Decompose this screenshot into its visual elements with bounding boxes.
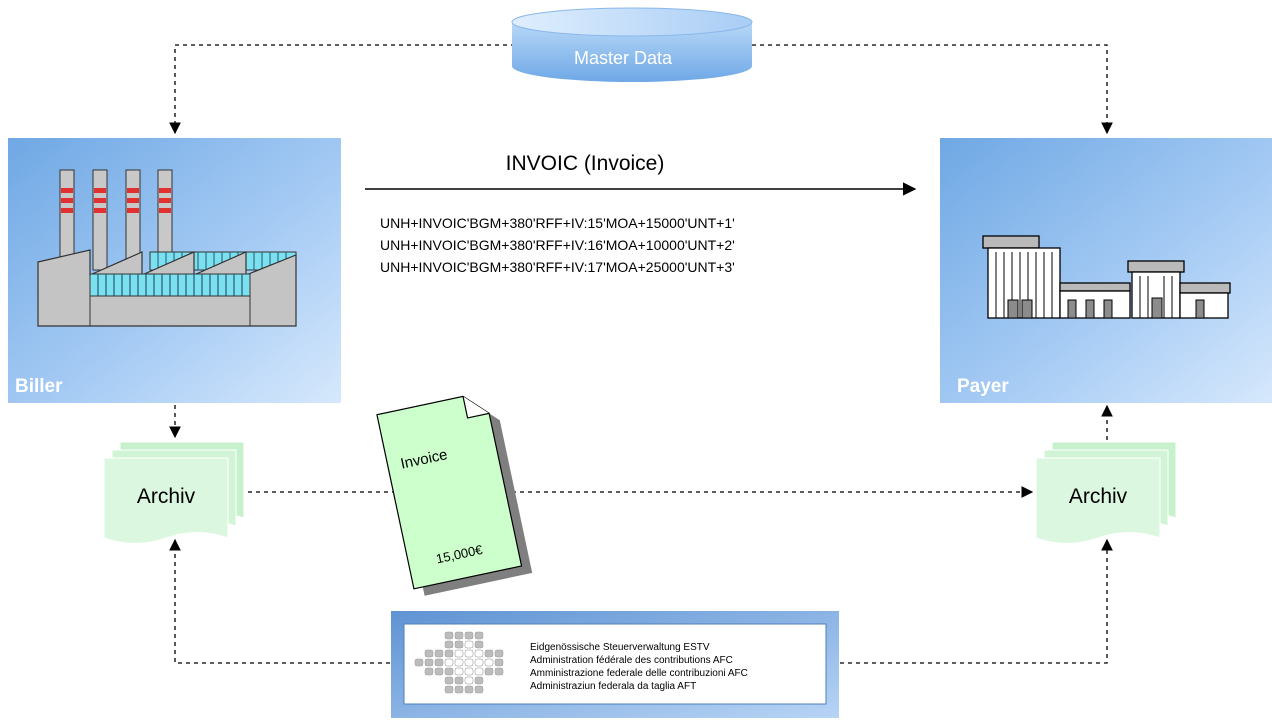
authority-line-it: Amministrazione federale delle contribuz…	[530, 668, 748, 679]
authority-to-right-archive-connector	[840, 538, 1113, 664]
factory-icon	[37, 169, 297, 327]
swiss-cross-logo-icon	[414, 631, 504, 694]
master-data-label: Master Data	[574, 48, 673, 68]
edi-line-1: UNH+INVOIC'BGM+380'RFF+IV:15'MOA+15000'U…	[380, 215, 735, 231]
edi-line-2: UNH+INVOIC'BGM+380'RFF+IV:16'MOA+10000'U…	[380, 237, 735, 253]
payer-label: Payer	[957, 376, 1009, 397]
master-to-payer-connector	[752, 44, 1113, 135]
connectors	[169, 44, 1113, 664]
edi-line-3: UNH+INVOIC'BGM+380'RFF+IV:17'MOA+25000'U…	[380, 259, 735, 275]
master-data-database: Master Data	[511, 7, 753, 82]
authority-line-rm: Administraziun federala da taglia AFT	[530, 681, 696, 692]
invoic-message: INVOIC (Invoice) UNH+INVOIC'BGM+380'RFF+…	[365, 152, 917, 275]
authority-to-left-archive-connector	[169, 538, 390, 664]
archive-right-label: Archiv	[1069, 485, 1128, 508]
biller-node: Biller	[8, 138, 341, 403]
archive-left-label: Archiv	[137, 485, 196, 508]
payer-node: Payer	[940, 138, 1272, 403]
biller-label: Biller	[15, 376, 63, 397]
invoice-document: Invoice 15,000€	[376, 395, 533, 596]
authority-line-de: Eidgenössische Steuerverwaltung ESTV	[530, 642, 710, 653]
archive-left: Archiv	[103, 441, 245, 544]
master-to-biller-connector	[169, 44, 515, 135]
office-building-icon	[982, 235, 1231, 319]
authority-line-fr: Administration fédérale des contribution…	[530, 655, 733, 666]
message-title: INVOIC (Invoice)	[506, 152, 665, 175]
tax-authority-panel: Eidgenössische Steuerverwaltung ESTV Adm…	[391, 611, 839, 718]
archive-right: Archiv	[1035, 441, 1177, 544]
